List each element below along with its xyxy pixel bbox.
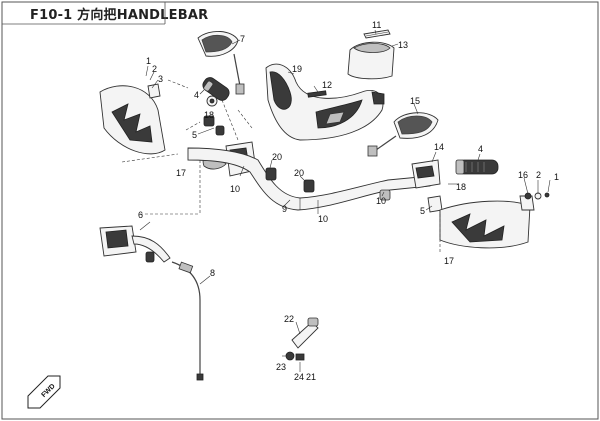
- handlebar-cover: [265, 63, 385, 141]
- right-small-parts: [524, 192, 550, 200]
- callout-numbers: 1 2 3 4 5 6 7 8 9 10 10 10 11 12 13 14 1…: [138, 20, 559, 382]
- callout-10-left: 10: [230, 184, 240, 194]
- callout-4-right: 4: [478, 144, 483, 154]
- left-small-parts: [203, 95, 225, 136]
- callout-5-right: 5: [420, 206, 425, 216]
- callout-11: 11: [372, 20, 381, 30]
- clamp-left: [265, 167, 277, 181]
- callout-10-middle: 10: [318, 214, 328, 224]
- callout-3: 3: [158, 74, 163, 84]
- callout-22: 22: [284, 314, 294, 324]
- callout-13: 13: [398, 40, 408, 50]
- callout-2-right: 2: [536, 170, 541, 180]
- left-hand-guard-vent: [111, 103, 153, 143]
- callout-2-left: 2: [152, 64, 157, 74]
- right-mirror: [367, 112, 439, 157]
- callout-20-right: 20: [294, 168, 304, 178]
- leader-lines: [121, 29, 551, 372]
- brake-master-cylinder: [99, 225, 171, 263]
- callout-6: 6: [138, 210, 143, 220]
- callout-15: 15: [410, 96, 420, 106]
- page-title: F10-1 方向把HANDLEBAR: [30, 8, 209, 23]
- callout-8: 8: [210, 268, 215, 278]
- left-grip: [202, 77, 230, 101]
- callout-12: 12: [322, 80, 332, 90]
- callout-19: 19: [292, 64, 302, 74]
- callout-7: 7: [240, 34, 245, 44]
- callout-16: 16: [518, 170, 528, 180]
- callout-1-left: 1: [146, 56, 151, 66]
- cable-adjuster: [178, 261, 194, 274]
- callout-23: 23: [276, 362, 286, 372]
- right-grip: [455, 159, 499, 175]
- left-guard-bracket: [147, 83, 161, 99]
- lever-bracket-assembly: [285, 317, 319, 361]
- callout-9: 9: [282, 204, 287, 214]
- callout-18-right: 18: [456, 182, 466, 192]
- throttle-cable: [171, 261, 201, 376]
- callout-18-left: 18: [204, 110, 214, 120]
- callout-1-right: 1: [554, 172, 559, 182]
- callout-5-left: 5: [192, 130, 197, 140]
- callout-21: 21: [306, 372, 316, 382]
- fwd-arrow-icon: FWD: [27, 375, 61, 409]
- left-mirror: [197, 31, 245, 95]
- main-handlebar: [187, 147, 431, 211]
- callout-14: 14: [434, 142, 444, 152]
- callout-10-right: 10: [376, 196, 386, 206]
- center-pad: [347, 41, 395, 80]
- clamp-right: [303, 179, 315, 193]
- callout-20-left: 20: [272, 152, 282, 162]
- callout-4-left: 4: [194, 90, 199, 100]
- right-switch-housing: [379, 159, 441, 201]
- callout-24: 24: [294, 372, 304, 382]
- callout-17-left: 17: [176, 168, 186, 178]
- right-hand-guard: [439, 195, 535, 249]
- small-emblem: [307, 90, 327, 98]
- callout-17-right: 17: [444, 256, 454, 266]
- cable-end: [196, 373, 204, 381]
